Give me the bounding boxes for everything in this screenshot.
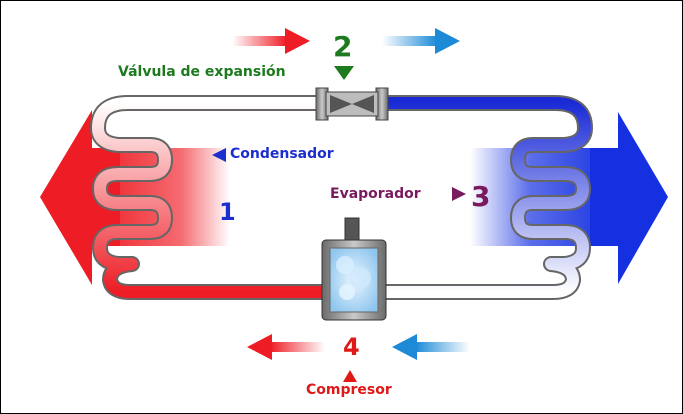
- condenser-pointer-icon: [212, 148, 226, 162]
- evaporator-pointer-icon: [452, 187, 466, 201]
- flow-arrow-top-blue: [382, 28, 460, 54]
- step-number-4: 4: [343, 333, 360, 361]
- condenser-label: Condensador: [230, 146, 334, 162]
- step-number-2: 2: [333, 30, 353, 63]
- expansion-valve-label: Válvula de expansión: [118, 64, 286, 80]
- flow-arrow-bottom-blue: [392, 334, 470, 360]
- step-number-3: 3: [471, 180, 491, 213]
- flow-arrow-top-red: [232, 28, 310, 54]
- valve-pointer-icon: [334, 66, 354, 80]
- evaporator-label: Evaporador: [330, 186, 421, 202]
- refrigerant-circuit: [90, 95, 593, 300]
- compressor-label: Compresor: [306, 382, 392, 398]
- step-number-1: 1: [219, 198, 236, 226]
- flow-arrow-bottom-red: [247, 334, 325, 360]
- compressor-pointer-icon: [343, 370, 357, 382]
- compressor-icon: [321, 217, 387, 321]
- expansion-valve-icon: [315, 87, 389, 121]
